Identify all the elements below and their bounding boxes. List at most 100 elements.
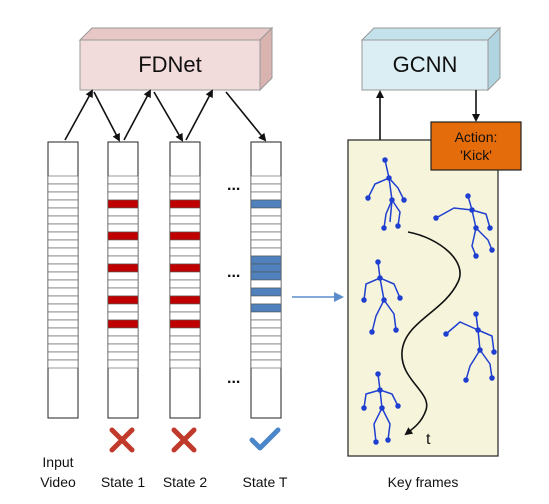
- selected-frame: [169, 263, 201, 273]
- input-label-line2: Video: [40, 474, 76, 490]
- frame-strip: [107, 223, 139, 233]
- selected-frame: [250, 263, 282, 273]
- frame-strip: [107, 175, 139, 185]
- selected-frame: [107, 263, 139, 273]
- keyframes-label: Key frames: [388, 474, 459, 490]
- skeleton-figures: [361, 157, 497, 445]
- frame-strip: [47, 295, 79, 305]
- frame-strip: [47, 175, 79, 185]
- selected-frame: [250, 287, 282, 297]
- selected-frame: [169, 231, 201, 241]
- frame-strip: [250, 295, 282, 305]
- frame-strip: [169, 335, 201, 345]
- keyframes-panel: [347, 139, 499, 457]
- frame-strip: [107, 183, 139, 193]
- frame-strip: [107, 207, 139, 217]
- frame-strip: [169, 223, 201, 233]
- check-icon: [249, 427, 281, 451]
- fdnet-arrows: [64, 89, 267, 142]
- frame-strip: [250, 335, 282, 345]
- frame-strip: [250, 191, 282, 201]
- frame-strip: [250, 175, 282, 185]
- action-box: Action: 'Kick': [430, 121, 522, 171]
- frame-strip: [47, 247, 79, 257]
- frame-strip: [47, 335, 79, 345]
- selected-frame: [250, 271, 282, 281]
- frame-strip: [107, 359, 139, 369]
- frame-strip: [250, 359, 282, 369]
- frame-strip: [169, 343, 201, 353]
- ellipsis-middle: ...: [227, 264, 240, 281]
- frame-strip: [107, 215, 139, 225]
- cross-icon: [171, 427, 197, 453]
- gcnn-label: GCNN: [393, 52, 458, 77]
- frame-strip: [47, 191, 79, 201]
- frame-strip: [169, 271, 201, 281]
- frame-strip: [250, 279, 282, 289]
- frame-strip: [47, 255, 79, 265]
- action-label: Action:: [455, 129, 498, 145]
- frame-strip: [107, 191, 139, 201]
- frame-strip: [47, 327, 79, 337]
- cross-icon: [109, 427, 135, 453]
- frame-strip: [107, 247, 139, 257]
- frame-strip: [250, 239, 282, 249]
- frame-strip: [169, 287, 201, 297]
- frame-strip: [250, 247, 282, 257]
- frame-strip: [47, 215, 79, 225]
- frame-strip: [47, 207, 79, 217]
- action-value: 'Kick': [460, 147, 492, 163]
- frame-strip: [47, 351, 79, 361]
- frame-strip: [169, 303, 201, 313]
- frame-strip: [169, 327, 201, 337]
- frame-strip: [169, 207, 201, 217]
- state2-label: State 2: [163, 474, 208, 490]
- frame-strip: [169, 191, 201, 201]
- frame-column-input-video: [47, 141, 79, 419]
- frame-strip: [47, 263, 79, 273]
- skeleton-3: [361, 259, 403, 335]
- frame-strip: [169, 247, 201, 257]
- frame-strip: [107, 279, 139, 289]
- frame-strip: [47, 239, 79, 249]
- frame-strip: [47, 311, 79, 321]
- selected-frame: [250, 199, 282, 209]
- frame-strip: [250, 311, 282, 321]
- frame-strip: [169, 311, 201, 321]
- frame-strip: [47, 183, 79, 193]
- frame-strip: [169, 175, 201, 185]
- frame-strip: [107, 255, 139, 265]
- frame-strip: [250, 319, 282, 329]
- fdnet-box: FDNet: [78, 26, 274, 92]
- frame-strip: [169, 239, 201, 249]
- selected-frame: [107, 231, 139, 241]
- frame-strip: [169, 351, 201, 361]
- frame-strip: [250, 183, 282, 193]
- frame-strip: [250, 215, 282, 225]
- frame-strip: [47, 319, 79, 329]
- time-label: t: [426, 431, 431, 448]
- frame-strip: [47, 231, 79, 241]
- frame-strip: [47, 303, 79, 313]
- selected-frame: [250, 255, 282, 265]
- frame-strip: [47, 199, 79, 209]
- frame-strip: [47, 271, 79, 281]
- frame-strip: [107, 351, 139, 361]
- frame-column-state-2: [169, 141, 201, 419]
- frame-strip: [169, 183, 201, 193]
- frame-strip: [250, 207, 282, 217]
- frame-strip: [250, 327, 282, 337]
- gcnn-box: GCNN: [360, 26, 502, 92]
- frame-strip: [107, 311, 139, 321]
- frame-strip: [47, 359, 79, 369]
- frame-strip: [107, 287, 139, 297]
- frame-column-state-t: [250, 141, 282, 419]
- frame-strip: [47, 223, 79, 233]
- frame-strip: [107, 239, 139, 249]
- frame-strip: [107, 335, 139, 345]
- frame-column-state-1: [107, 141, 139, 419]
- frame-strip: [47, 279, 79, 289]
- selected-frame: [169, 295, 201, 305]
- frame-strip: [250, 231, 282, 241]
